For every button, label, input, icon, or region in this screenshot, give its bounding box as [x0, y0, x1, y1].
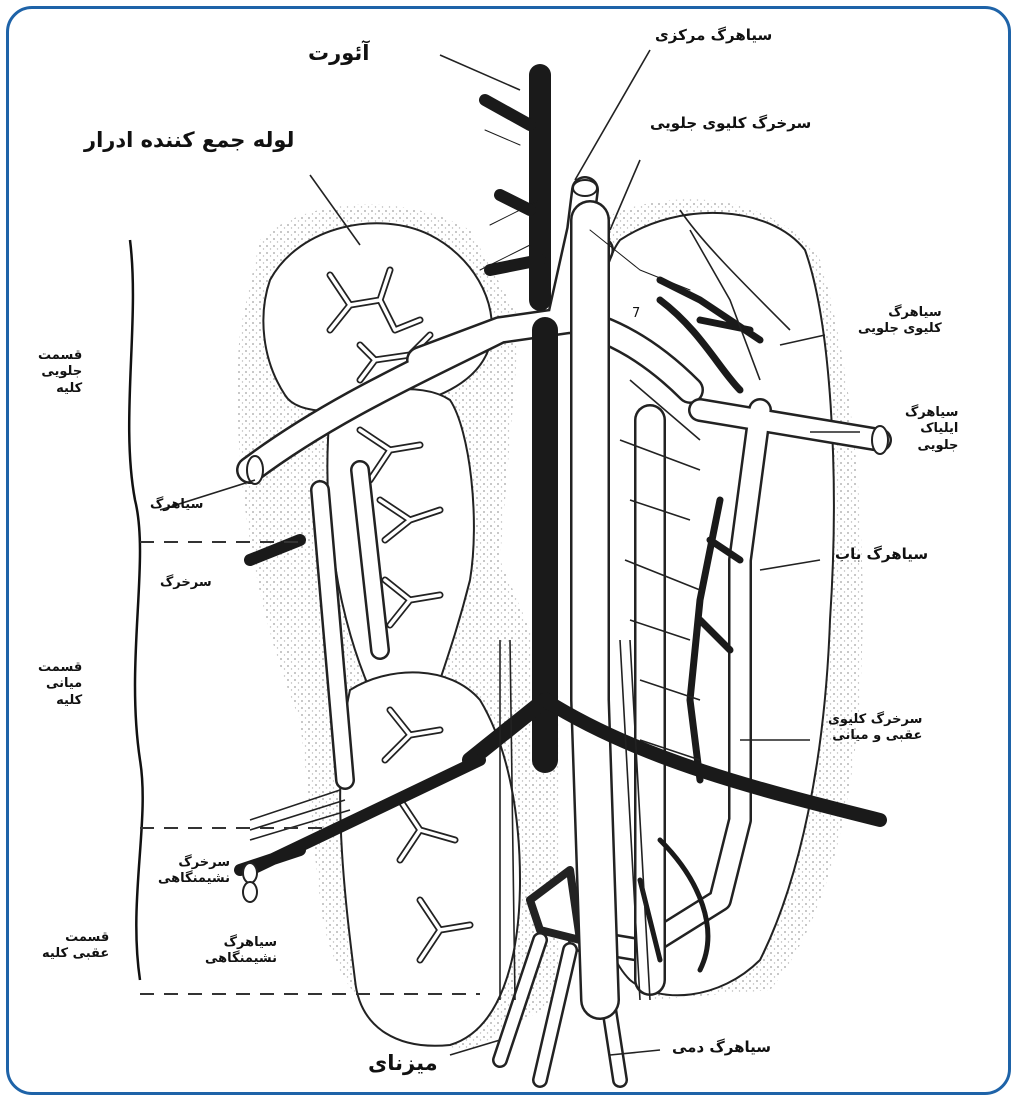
label-artery-left: سرخرگ [160, 575, 212, 591]
label-sciatic-vein: سیاهرگ نشیمنگاهی [205, 935, 277, 968]
region-bracket [129, 240, 142, 980]
label-aorta: آئورت [308, 40, 369, 66]
label-iliac-vein: سیاهرگ ایلیاک جلویی [905, 405, 958, 454]
label-middle-part: قسمت میانی کلیه [38, 660, 82, 709]
label-central-vein: سیاهرگ مرکزی [655, 26, 772, 45]
label-vein-left: سیاهرگ [150, 497, 203, 513]
label-anterior-renal-vein: سیاهرگ کلیوی جلویی [858, 305, 942, 338]
label-ureter: میزنای [368, 1050, 438, 1076]
label-portal-vein: سیاهرگ باب [835, 545, 928, 564]
label-rear-part: قسمت عقبی کلیه [42, 930, 109, 963]
marker-number: 7 [632, 306, 640, 322]
label-caudal-vein: سیاهرگ دمی [672, 1038, 771, 1057]
label-collecting-duct: لوله جمع کننده ادرار [84, 127, 294, 153]
label-front-part: قسمت جلویی کلیه [38, 348, 82, 397]
label-anterior-renal-artery: سرخرگ کلیوی جلویی [650, 114, 811, 133]
label-middle-posterior-artery: سرخرگ کلیوی عقبی و میانی [828, 712, 922, 745]
label-sciatic-artery: سرخرگ نشیمنگاهی [158, 855, 230, 888]
